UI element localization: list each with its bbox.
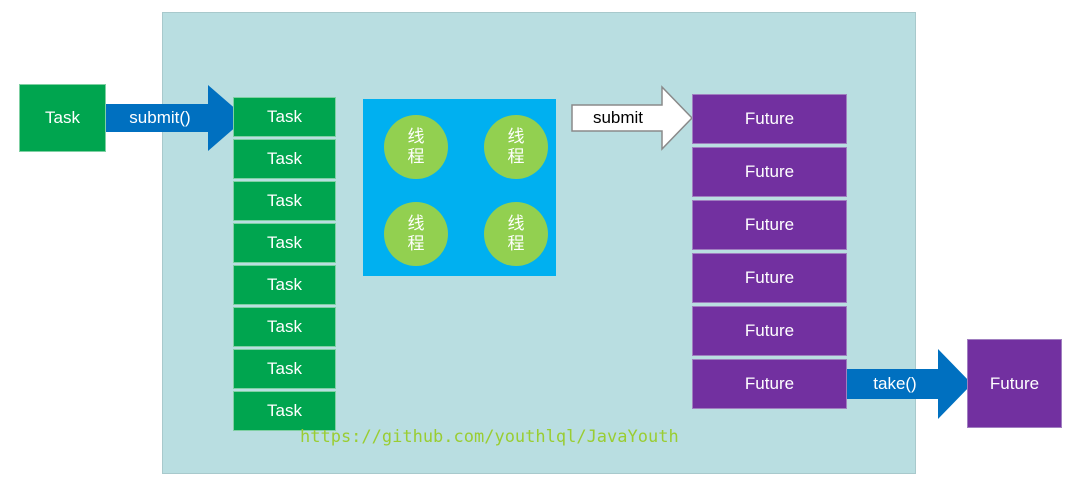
thread-char-top: 线 [507,214,525,234]
thread-char-bottom: 程 [507,147,525,167]
future-item: Future [692,253,847,303]
future-item-label: Future [744,162,795,181]
future-item: Future [692,306,847,356]
queue-task: Task [233,349,336,389]
queue-task-label: Task [267,149,302,168]
thread-char-bottom: 程 [407,234,425,254]
queue-task-label: Task [267,191,302,210]
queue-task-label: Task [267,317,302,336]
submit-call-label: submit() [129,108,191,127]
queue-task: Task [233,181,336,221]
queue-task: Task [233,97,336,137]
queue-task: Task [233,391,336,431]
thread-pool: 线 程 线 程 线 程 线 程 [363,99,556,276]
thread-char-bottom: 程 [407,147,425,167]
thread-char-top: 线 [507,127,525,147]
future-item: Future [692,359,847,409]
queue-task: Task [233,307,336,347]
thread-circle: 线 程 [484,115,548,179]
queue-task-label: Task [267,233,302,252]
queue-task: Task [233,223,336,263]
future-item-label: Future [744,321,795,340]
submit-call-arrow [106,85,246,151]
result-future-box: Future [967,339,1062,428]
thread-circle: 线 程 [384,202,448,266]
watermark-url: https://github.com/youthlql/JavaYouth [300,427,679,447]
queue-task: Task [233,265,336,305]
external-task-box: Task [19,84,106,152]
thread-circle: 线 程 [384,115,448,179]
thread-char-bottom: 程 [507,234,525,254]
future-item: Future [692,94,847,144]
future-item: Future [692,200,847,250]
external-task-label: Task [45,108,80,127]
result-future-label: Future [989,373,1040,393]
queue-task-label: Task [267,107,302,126]
thread-circle: 线 程 [484,202,548,266]
thread-char-top: 线 [407,214,425,234]
queue-task-label: Task [267,275,302,294]
take-call-label: take() [873,374,917,393]
future-item-label: Future [744,109,795,128]
queue-task-label: Task [267,359,302,378]
submit-label: submit [592,108,644,127]
future-item-label: Future [744,215,795,234]
thread-char-top: 线 [407,127,425,147]
submit-arrow [571,85,694,151]
queue-task-label: Task [267,401,302,420]
future-item: Future [692,147,847,197]
take-call-arrow [846,349,972,419]
future-item-label: Future [744,374,795,393]
future-item-label: Future [744,268,795,287]
queue-task: Task [233,139,336,179]
